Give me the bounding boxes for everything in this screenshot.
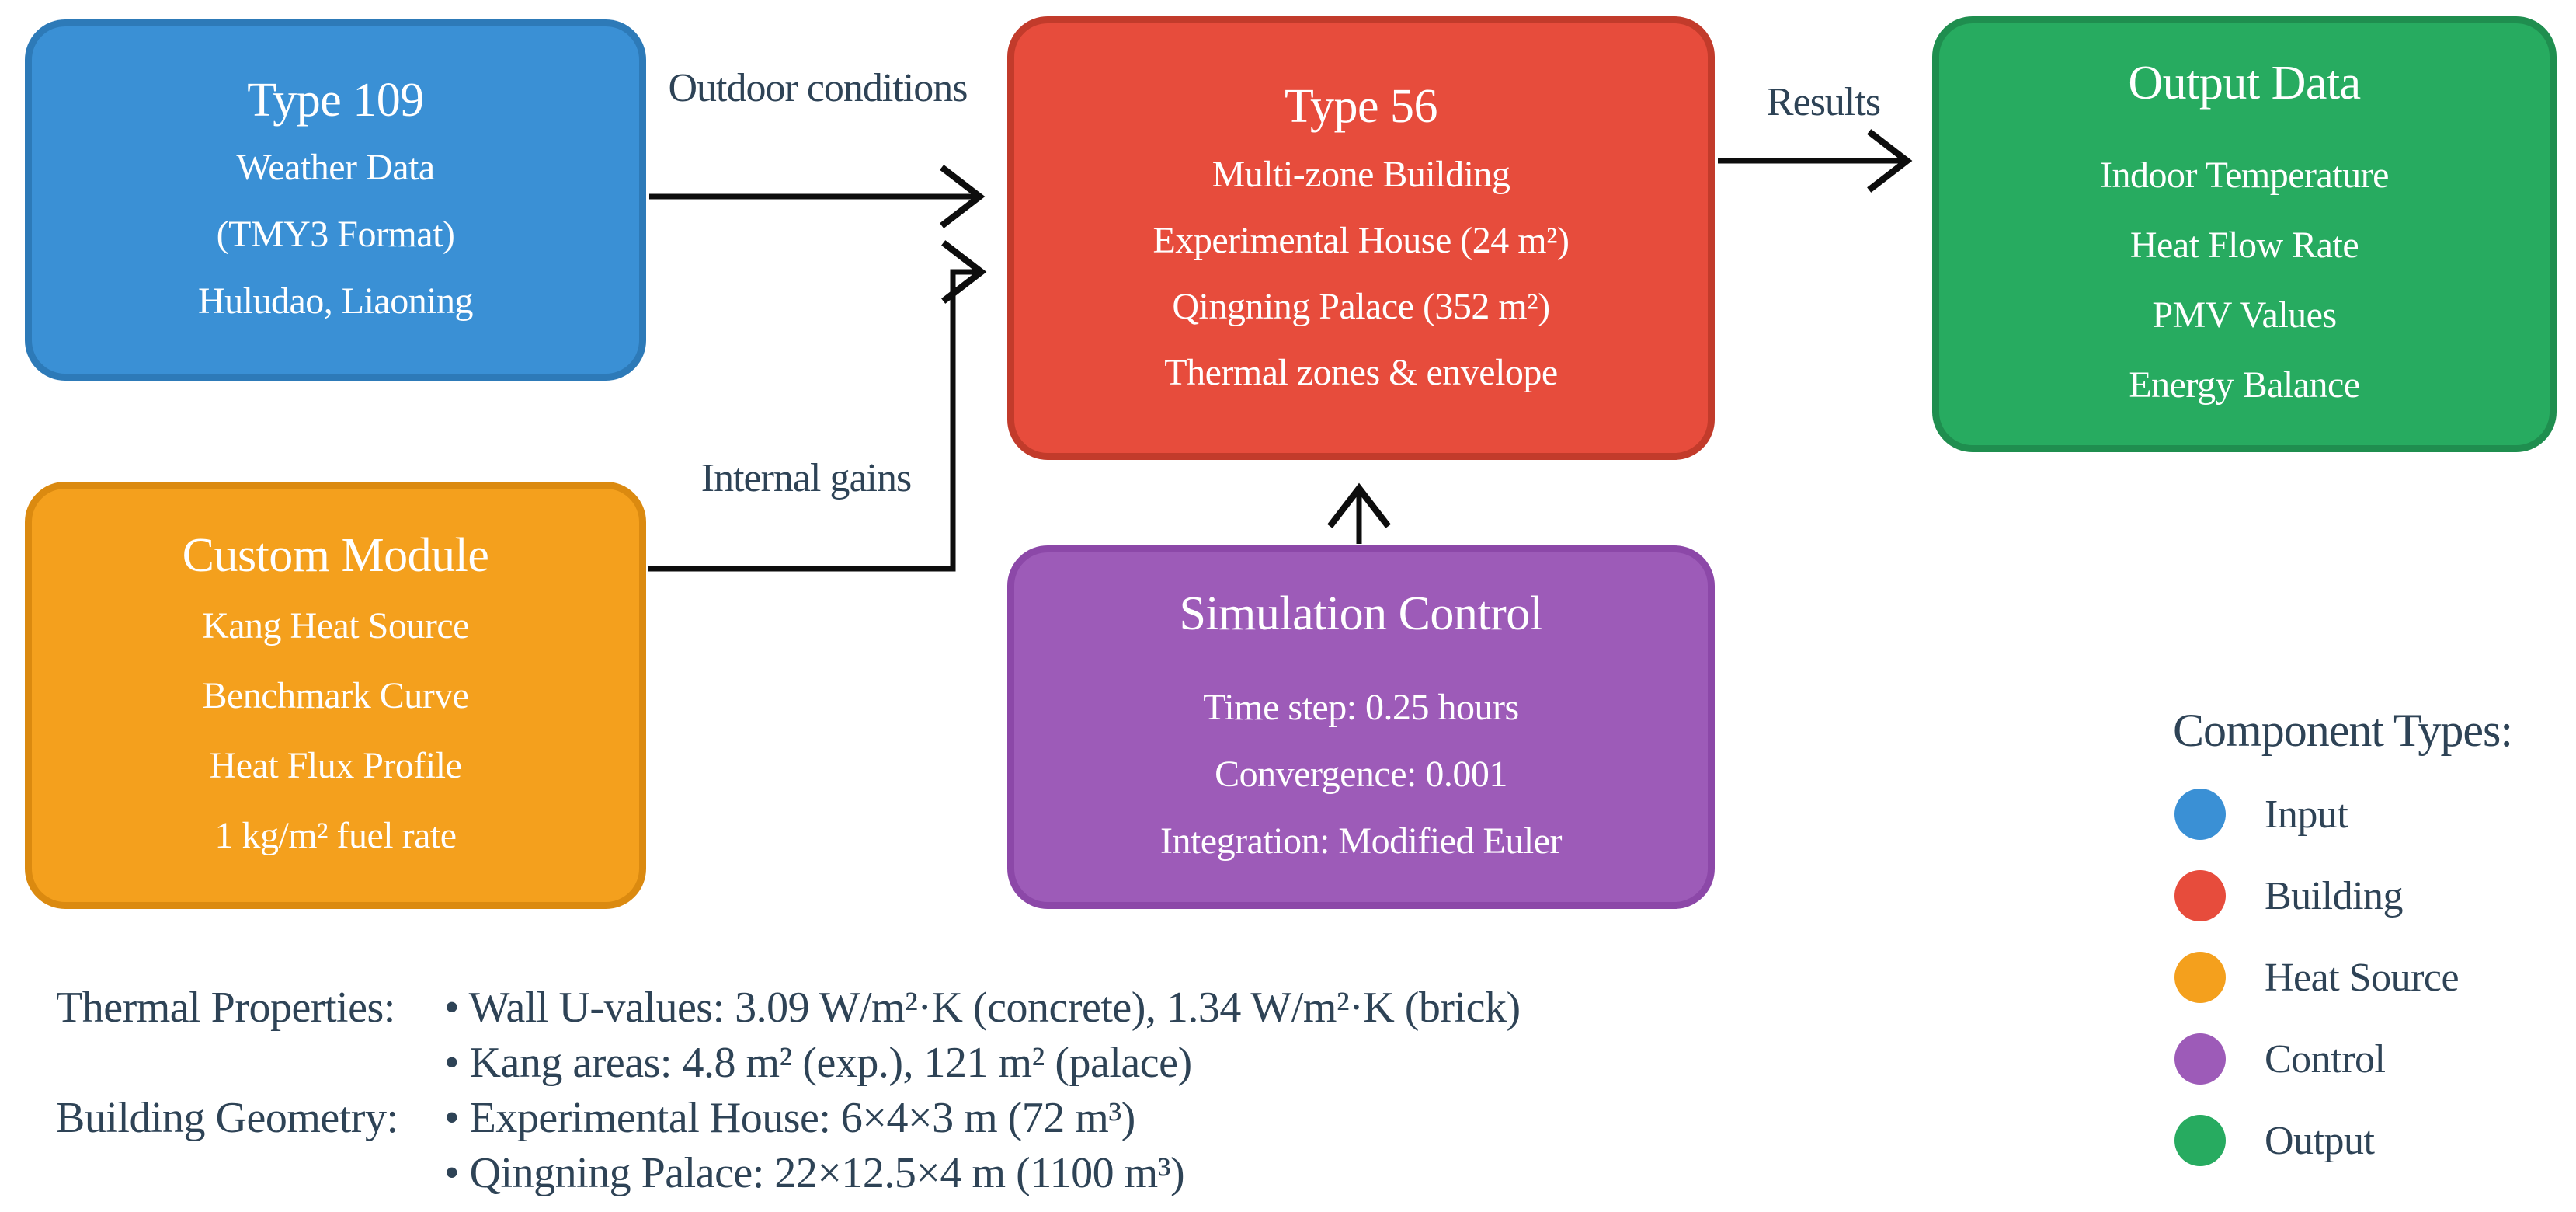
spacer — [56, 1036, 444, 1091]
box-line: Convergence: 0.001 — [1215, 754, 1507, 795]
legend-item-input: Input — [2174, 789, 2459, 840]
simulation-control-box: Simulation Control Time step: 0.25 hours… — [1007, 545, 1715, 909]
box-title: Output Data — [2128, 56, 2361, 110]
box-line: PMV Values — [2152, 294, 2337, 336]
input-color-dot — [2174, 789, 2226, 840]
box-line: Indoor Temperature — [2100, 154, 2389, 196]
box-line: Heat Flow Rate — [2129, 224, 2359, 266]
spacer — [56, 1146, 444, 1201]
box-title: Type 109 — [247, 73, 424, 127]
box-line: (TMY3 Format) — [216, 213, 455, 255]
box-line: Multi-zone Building — [1212, 153, 1510, 195]
box-line: Time step: 0.25 hours — [1203, 687, 1519, 728]
box-title: Simulation Control — [1179, 587, 1543, 640]
note-bullet: • Experimental House: 6×4×3 m (72 m³) — [444, 1094, 1135, 1142]
control-color-dot — [2174, 1033, 2226, 1085]
notes-section: Thermal Properties: • Wall U-values: 3.0… — [56, 980, 1521, 1201]
box-line: Kang Heat Source — [202, 605, 469, 646]
note-bullet: • Wall U-values: 3.09 W/m²·K (concrete),… — [444, 984, 1521, 1032]
legend-item-label: Input — [2265, 792, 2348, 837]
box-line: Benchmark Curve — [202, 675, 469, 716]
thermal-properties-label: Thermal Properties: — [56, 984, 395, 1032]
note-bullet: • Kang areas: 4.8 m² (exp.), 121 m² (pal… — [444, 1039, 1192, 1087]
box-line: Huludao, Liaoning — [197, 280, 474, 322]
box-title: Custom Module — [182, 529, 489, 582]
legend-title: Component Types: — [2173, 705, 2513, 756]
box-line: Heat Flux Profile — [209, 745, 462, 786]
output-data-box: Output Data Indoor Temperature Heat Flow… — [1932, 16, 2557, 452]
box-line: Integration: Modified Euler — [1159, 820, 1563, 862]
box-line: Experimental House (24 m²) — [1152, 219, 1570, 261]
legend-item-control: Control — [2174, 1033, 2459, 1085]
legend-item-label: Control — [2265, 1036, 2386, 1081]
legend: Input Building Heat Source Control Outpu… — [2174, 789, 2460, 1166]
heat-source-color-dot — [2174, 952, 2226, 1003]
box-line: Weather Data — [236, 146, 435, 188]
box-line: Thermal zones & envelope — [1164, 351, 1558, 393]
legend-item-building: Building — [2174, 870, 2459, 921]
legend-item-heat-source: Heat Source — [2174, 952, 2460, 1003]
arrow-internal-gains — [648, 240, 987, 572]
output-color-dot — [2174, 1115, 2226, 1166]
outdoor-conditions-label: Outdoor conditions — [668, 66, 968, 110]
legend-item-label: Heat Source — [2265, 955, 2460, 1000]
internal-gains-label: Internal gains — [700, 456, 912, 500]
legend-item-label: Building — [2265, 873, 2404, 918]
building-model-box: Type 56 Multi-zone Building Experimental… — [1007, 16, 1715, 460]
note-bullet: • Qingning Palace: 22×12.5×4 m (1100 m³) — [444, 1149, 1185, 1197]
box-title: Type 56 — [1284, 79, 1438, 133]
building-color-dot — [2174, 870, 2226, 921]
weather-data-box: Type 109 Weather Data (TMY3 Format) Hulu… — [25, 19, 646, 381]
box-line: 1 kg/m² fuel rate — [214, 815, 457, 856]
results-label: Results — [1766, 80, 1881, 124]
legend-item-output: Output — [2174, 1115, 2459, 1166]
box-line: Energy Balance — [2129, 364, 2360, 406]
custom-module-box: Custom Module Kang Heat Source Benchmark… — [25, 482, 646, 909]
box-line: Qingning Palace (352 m²) — [1172, 285, 1550, 327]
building-geometry-label: Building Geometry: — [56, 1094, 398, 1142]
legend-item-label: Output — [2265, 1118, 2375, 1163]
